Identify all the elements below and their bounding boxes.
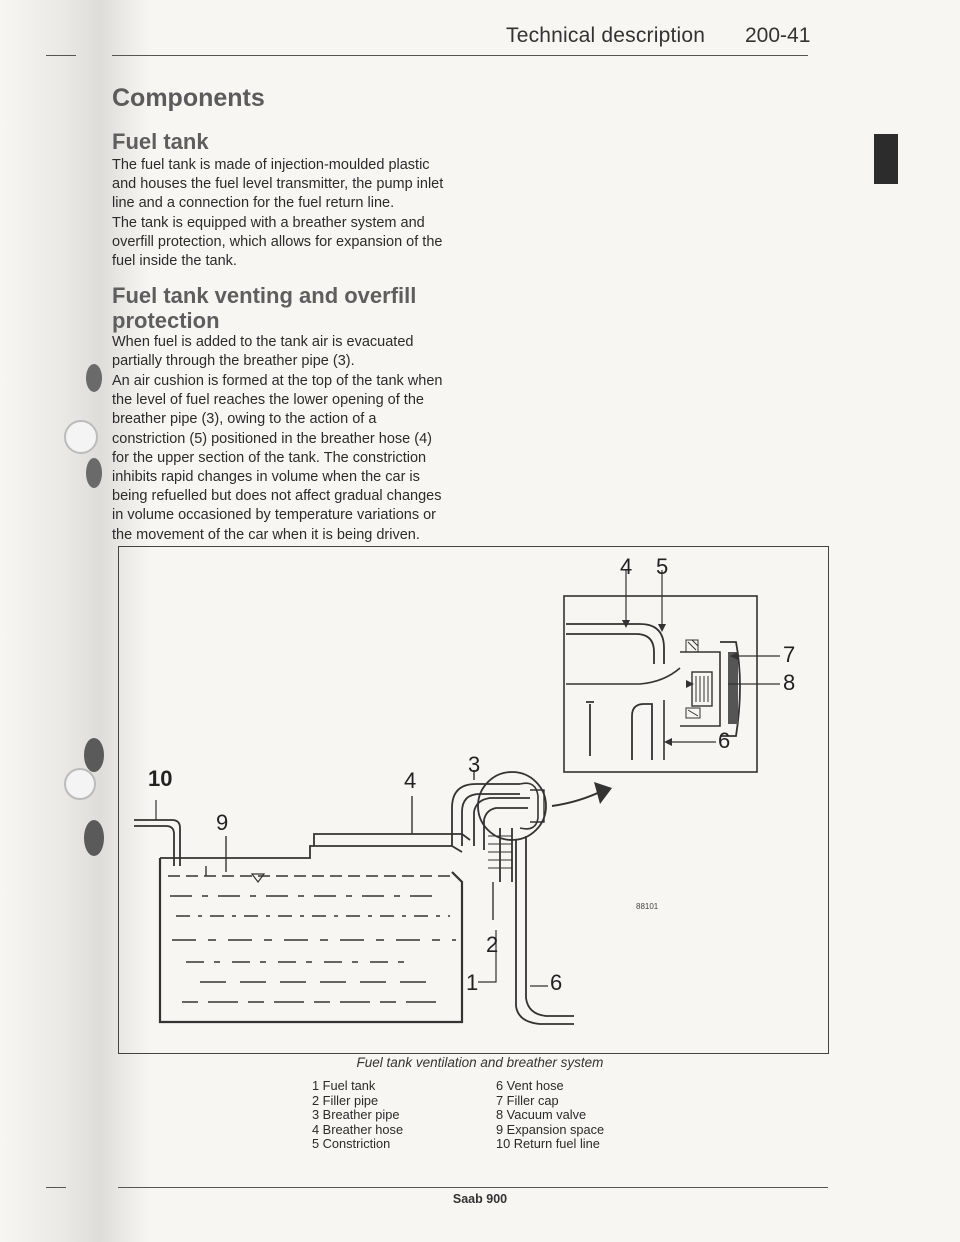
callout-label: 5	[656, 554, 669, 579]
callout-label: 4	[620, 554, 633, 579]
punch-hole	[84, 738, 104, 772]
header-rule	[112, 55, 808, 56]
legend-left: 1 Fuel tank 2 Filler pipe 3 Breather pip…	[312, 1078, 404, 1152]
fuel-tank-paragraph-1: The fuel tank is made of injection-mould…	[112, 157, 444, 212]
breather-hose	[313, 796, 471, 846]
legend-item: 4 Breather hose	[312, 1121, 404, 1137]
callout-label: 1	[466, 970, 479, 995]
legend-item: 10 Return fuel line	[496, 1136, 600, 1152]
figure-code: 88101	[636, 902, 659, 911]
callout-label: 10	[148, 766, 173, 791]
section-heading: Components	[112, 84, 265, 112]
legend-item: 8 Vacuum valve	[496, 1107, 587, 1123]
legend-item: 5 Constriction	[312, 1136, 391, 1152]
vent-hose	[515, 836, 574, 1025]
punch-hole	[64, 768, 96, 800]
margin-mark	[46, 55, 76, 56]
callout-label: 9	[216, 810, 229, 835]
footer-text: Saab 900	[452, 1192, 508, 1206]
legend-right: 6 Vent hose 7 Filler cap 8 Vacuum valve …	[496, 1078, 605, 1152]
callout-label: 6	[550, 970, 563, 995]
callout-label: 8	[783, 670, 796, 695]
legend-item: 9 Expansion space	[496, 1121, 605, 1137]
filler-head	[477, 771, 547, 841]
punch-hole	[64, 420, 98, 454]
figure-frame	[118, 546, 829, 1054]
legend-item: 1 Fuel tank	[312, 1078, 376, 1093]
legend-item: 2 Filler pipe	[312, 1092, 379, 1108]
fuel-tank-paragraph-2: The tank is equipped with a breather sys…	[112, 215, 443, 270]
callout-label: 2	[486, 932, 499, 957]
punch-hole	[84, 820, 104, 856]
margin-mark	[46, 1187, 66, 1188]
callout-label: 7	[783, 642, 796, 667]
header-title: Technical description	[506, 24, 706, 47]
punch-hole	[86, 458, 102, 488]
footer-rule	[118, 1187, 828, 1188]
fuel-tank-heading: Fuel tank	[112, 129, 209, 154]
callout-label: 4	[404, 768, 417, 793]
venting-heading-line-2: protection	[112, 308, 220, 333]
return-fuel-line	[134, 819, 181, 866]
punch-hole	[86, 364, 102, 392]
fuel-tank-body	[158, 845, 464, 1024]
venting-paragraph-1: When fuel is added to the tank air is ev…	[112, 334, 414, 370]
venting-heading-line-1: Fuel tank venting and overfill	[112, 283, 417, 308]
legend-item: 3 Breather pipe	[312, 1107, 400, 1123]
legend-item: 7 Filler cap	[496, 1092, 559, 1108]
filler-pipe	[473, 797, 530, 920]
callout-label: 6	[718, 728, 731, 753]
figure-caption: Fuel tank ventilation and breather syste…	[356, 1055, 604, 1070]
detail-inset	[563, 570, 780, 773]
binding-shadow	[0, 0, 150, 1242]
venting-paragraph-2: An air cushion is formed at the top of t…	[112, 373, 443, 543]
legend-item: 6 Vent hose	[496, 1078, 564, 1093]
callout-label: 3	[468, 752, 481, 777]
thumb-index-tab	[874, 134, 898, 184]
header-page-number: 200-41	[745, 24, 811, 47]
